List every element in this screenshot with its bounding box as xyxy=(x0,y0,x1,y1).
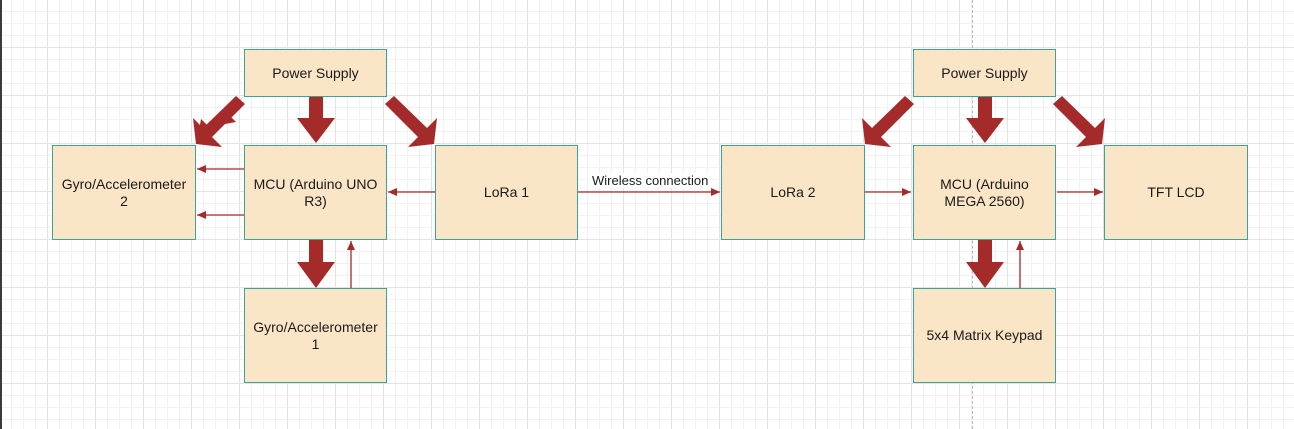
power-arrow-to-tft[interactable] xyxy=(1053,96,1105,147)
power-arrow-to-gyro1[interactable] xyxy=(297,240,335,288)
mcu-arduino-mega-box[interactable]: MCU (Arduino MEGA 2560) xyxy=(913,145,1056,240)
power-supply-left-box[interactable]: Power Supply xyxy=(244,49,387,97)
gyro-accelerometer-1-label: Gyro/Accelerometer 1 xyxy=(253,318,378,352)
gyro-accelerometer-2-box[interactable]: Gyro/Accelerometer 2 xyxy=(52,145,196,240)
power-arrow-to-keypad[interactable] xyxy=(966,240,1004,288)
tft-lcd-box[interactable]: TFT LCD xyxy=(1104,145,1248,240)
tft-lcd-label: TFT LCD xyxy=(1147,184,1205,200)
mcu-arduino-uno-label: MCU (Arduino UNO R3) xyxy=(253,175,378,209)
matrix-keypad-label: 5x4 Matrix Keypad xyxy=(926,327,1043,343)
mcu-arduino-uno-box[interactable]: MCU (Arduino UNO R3) xyxy=(244,145,387,240)
power-supply-right-box[interactable]: Power Supply xyxy=(913,49,1056,97)
power-arrow-to-lora1[interactable] xyxy=(385,96,437,147)
wireless-connection-label: Wireless connection xyxy=(590,173,711,188)
power-supply-right-label: Power Supply xyxy=(941,64,1028,81)
mcu-arduino-mega-label: MCU (Arduino MEGA 2560) xyxy=(940,175,1029,209)
matrix-keypad-box[interactable]: 5x4 Matrix Keypad xyxy=(913,288,1056,383)
gyro-accelerometer-1-box[interactable]: Gyro/Accelerometer 1 xyxy=(244,288,387,383)
power-arrow-to-mcu-uno[interactable] xyxy=(297,97,335,143)
lora-1-box[interactable]: LoRa 1 xyxy=(435,145,578,240)
power-arrow-to-lora2[interactable] xyxy=(862,96,914,147)
lora-1-label: LoRa 1 xyxy=(483,184,530,200)
power-supply-left-label: Power Supply xyxy=(272,64,359,81)
lora-2-label: LoRa 2 xyxy=(770,184,816,200)
power-arrow-to-mcu-mega[interactable] xyxy=(966,97,1004,143)
power-arrow-to-gyro2[interactable] xyxy=(193,96,245,147)
gyro-accelerometer-2-label: Gyro/Accelerometer 2 xyxy=(61,175,187,209)
lora-2-box[interactable]: LoRa 2 xyxy=(721,145,865,240)
left-border xyxy=(0,0,2,429)
